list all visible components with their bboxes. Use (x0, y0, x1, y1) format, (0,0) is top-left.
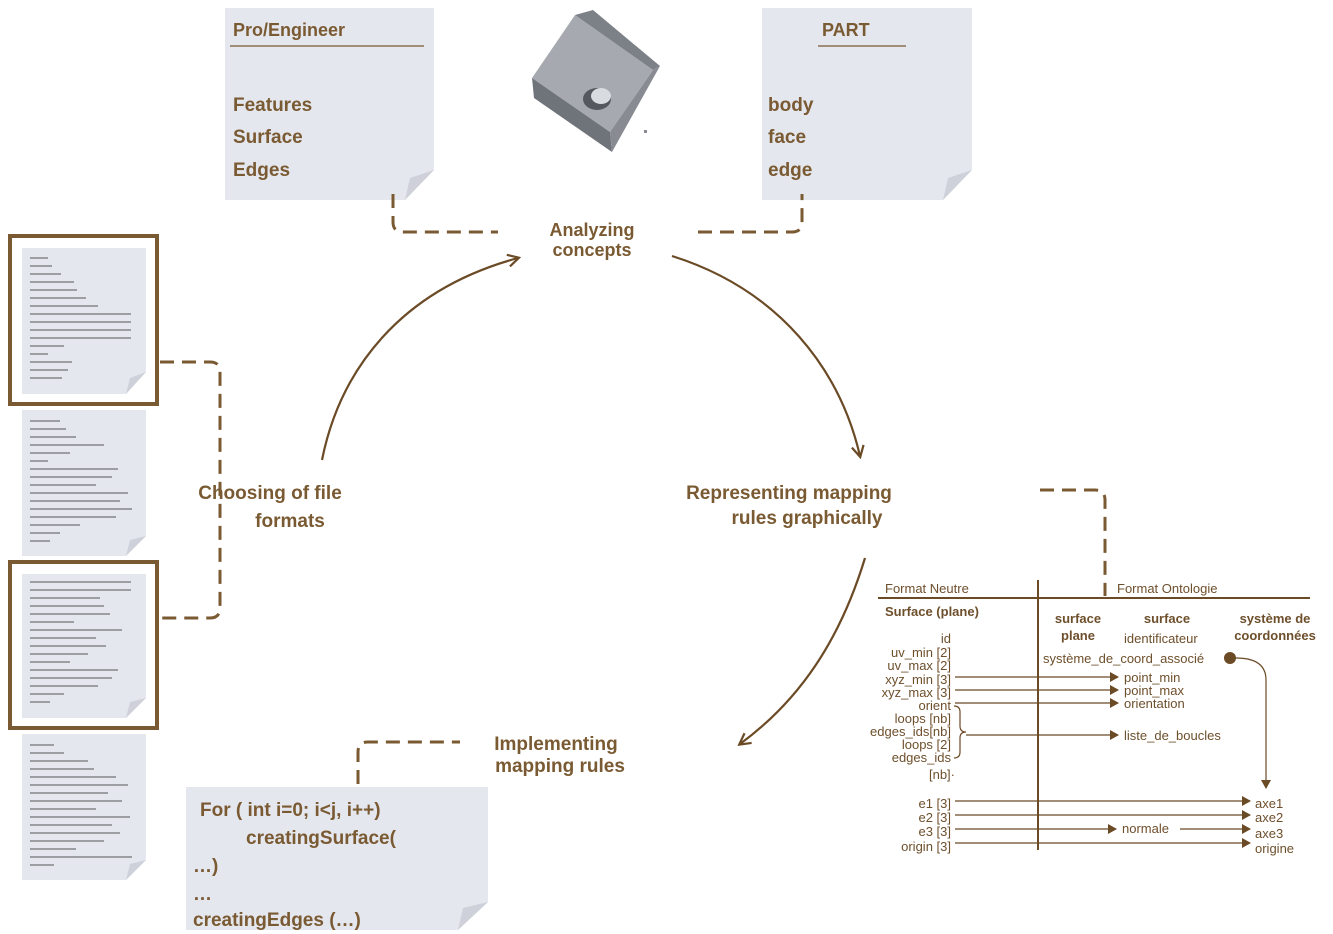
field-systeme-coord-associe: système_de_coord_associé (1043, 651, 1204, 666)
source-title: Surface (plane) (885, 604, 979, 619)
code-card: For ( int i=0; i<j, i++) creatingSurface… (186, 787, 488, 931)
document-4 (22, 734, 146, 880)
field-edges-ids: edges_ids (892, 750, 952, 765)
col-surface-plane-line2: plane (1061, 628, 1095, 643)
step-representing-line1: Representing mapping (686, 483, 892, 504)
code-line-4: … (193, 884, 212, 905)
arrow-to-representing (671, 254, 860, 456)
part-item-edge: edge (768, 160, 812, 181)
field-e3: e3 [3] (918, 824, 951, 839)
connector-part (698, 194, 804, 234)
document-1 (8, 234, 159, 406)
connector-mapping-table (1040, 488, 1107, 596)
proengineer-card: Pro/Engineer Features Surface Edges (225, 8, 434, 200)
mapping-table: Format Neutre Format Ontologie Surface (… (870, 580, 1316, 856)
card-sheet (225, 8, 434, 200)
step-implementing-line2: mapping rules (495, 756, 625, 777)
step-choosing-line2: formats (255, 511, 325, 532)
arrow-to-analyzing (320, 258, 518, 461)
code-line-1: For ( int i=0; i<j, i++) (200, 800, 381, 821)
document-3 (8, 560, 159, 730)
code-line-2: creatingSurface( (246, 828, 397, 849)
arrow-to-implementing (740, 557, 867, 744)
header-format-neutre: Format Neutre (885, 581, 969, 596)
proengineer-item-features: Features (233, 95, 312, 116)
field-id: id (941, 631, 951, 646)
association-dot (1224, 652, 1236, 664)
field-loops-2: loops [2] (902, 737, 951, 752)
target-axe1: axe1 (1255, 796, 1283, 811)
card-sheet (762, 8, 972, 200)
field-edges-ids-nb: edges_ids[nb] (870, 724, 951, 739)
target-origine: origine (1255, 841, 1294, 856)
part-title: PART (822, 20, 870, 40)
col-systeme-line1: système de (1240, 611, 1311, 626)
cycle-arrows (320, 254, 867, 744)
header-format-ontologie: Format Ontologie (1117, 581, 1217, 596)
connector-proengineer (391, 194, 498, 234)
field-orient: orient (918, 698, 951, 713)
col-surface-plane-line1: surface (1055, 611, 1101, 626)
page-fold (458, 902, 488, 930)
proengineer-item-edges: Edges (233, 160, 290, 181)
field-xyz-min: xyz_min [3] (885, 672, 951, 687)
step-analyzing-line1: Analyzing (549, 220, 634, 240)
map-arrow-coord-system (1235, 657, 1271, 789)
field-point-min: point_min (1124, 670, 1180, 685)
code-line-3: …) (193, 856, 218, 877)
connector-documents (160, 360, 222, 620)
step-analyzing-line2: concepts (552, 240, 631, 260)
field-identificateur: identificateur (1124, 631, 1198, 646)
code-line-5: creatingEdges (…) (193, 910, 361, 931)
field-xyz-max: xyz_max [3] (882, 685, 951, 700)
dashed-connectors (160, 194, 1107, 784)
field-origin: origin [3] (901, 839, 951, 854)
field-liste-de-boucles: liste_de_boucles (1124, 728, 1221, 743)
step-implementing-line1: Implementing (494, 734, 618, 755)
step-representing-line2: rules graphically (731, 508, 882, 529)
col-surface: surface (1144, 611, 1190, 626)
field-e2: e2 [3] (918, 810, 951, 825)
field-nb: [nb]· (929, 767, 955, 782)
field-uv-min: uv_min [2] (891, 645, 951, 660)
part-item-body: body (768, 95, 814, 116)
target-axe3: axe3 (1255, 826, 1283, 841)
part-item-face: face (768, 127, 806, 148)
document-stack (8, 234, 159, 880)
proengineer-item-surface: Surface (233, 127, 303, 148)
field-uv-max: uv_max [2] (887, 658, 951, 673)
col-systeme-line2: coordonnées (1234, 628, 1316, 643)
loops-brace (953, 705, 967, 759)
page-fold (943, 170, 972, 200)
target-axe2: axe2 (1255, 810, 1283, 825)
connector-code (356, 740, 460, 784)
part-card: PART body face edge (762, 8, 972, 200)
card-sheet (186, 787, 488, 930)
cad-part-image (532, 10, 660, 152)
proengineer-title: Pro/Engineer (233, 20, 345, 40)
field-normale: normale (1122, 821, 1169, 836)
page-fold (405, 170, 434, 200)
document-2 (22, 410, 146, 556)
field-e1: e1 [3] (918, 796, 951, 811)
field-point-max: point_max (1124, 683, 1184, 698)
step-choosing-line1: Choosing of file (198, 483, 342, 504)
field-loops-nb: loops [nb] (895, 711, 951, 726)
field-orientation: orientation (1124, 696, 1185, 711)
